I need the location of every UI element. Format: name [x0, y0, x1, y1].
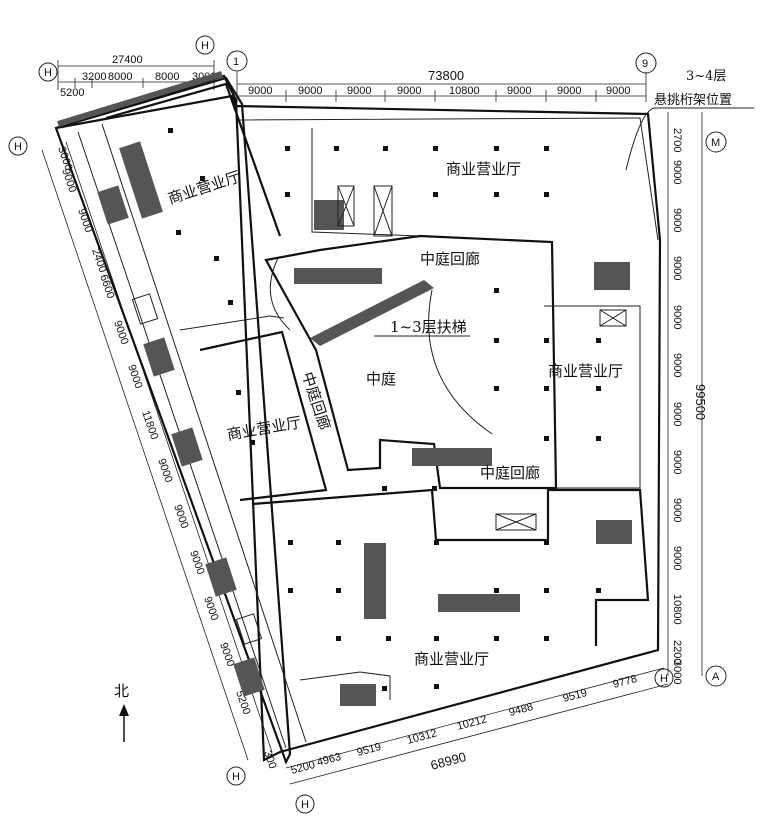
svg-text:9000: 9000	[671, 402, 683, 426]
hall-label-northwest: 商业营业厅	[166, 168, 243, 208]
svg-text:H: H	[14, 141, 22, 153]
top-left-seg-4: 8000	[155, 71, 179, 83]
svg-text:9000: 9000	[557, 85, 581, 97]
svg-text:9000: 9000	[671, 305, 683, 329]
grid-bubble-9: 9	[635, 52, 657, 74]
grid-bubble-m: M	[705, 131, 727, 153]
svg-text:9519: 9519	[356, 741, 383, 759]
svg-text:H: H	[44, 67, 52, 79]
grid-bubble-h-bottom-right: H	[654, 668, 674, 688]
svg-text:9778: 9778	[612, 673, 639, 691]
svg-text:10800: 10800	[671, 594, 683, 625]
grid-bubble-a: A	[705, 665, 727, 687]
svg-text:A: A	[712, 671, 720, 683]
grid-bubble-1: 1	[226, 50, 248, 72]
svg-text:3000: 3000	[671, 660, 683, 684]
svg-text:9000: 9000	[397, 85, 421, 97]
bottom-total: 68990	[429, 749, 468, 773]
svg-text:2200: 2200	[671, 640, 683, 664]
svg-text:9000: 9000	[671, 208, 683, 232]
hall-label-south: 商业营业厅	[414, 650, 489, 668]
svg-text:9000: 9000	[671, 160, 683, 184]
svg-text:9000: 9000	[671, 256, 683, 280]
svg-text:9488: 9488	[508, 701, 535, 719]
svg-text:10312: 10312	[406, 727, 439, 747]
svg-text:9000: 9000	[187, 549, 206, 576]
svg-text:9000: 9000	[671, 450, 683, 474]
svg-text:9000: 9000	[507, 85, 531, 97]
truss-position-label: 悬挑桁架位置	[654, 93, 732, 108]
right-dimension: 2700 9000 9000 9000 9000 9000 9000 9000 …	[667, 112, 708, 684]
atrium-curve	[428, 289, 493, 435]
svg-text:4963: 4963	[316, 751, 343, 769]
north-label: 北	[114, 682, 129, 700]
corridor-label-south: 中庭回廊	[480, 464, 540, 482]
top-left-seg-3: 8000	[108, 71, 132, 83]
svg-text:2700: 2700	[671, 128, 683, 152]
top-total: 73800	[428, 68, 464, 83]
svg-text:9000: 9000	[201, 595, 220, 622]
escalator-label: 1~3层扶梯	[390, 318, 467, 336]
grid-bubble-h-top-left-2: H	[195, 35, 215, 55]
svg-text:9000: 9000	[347, 85, 371, 97]
escalators	[97, 141, 632, 706]
svg-text:2400: 2400	[89, 247, 108, 274]
svg-text:9000: 9000	[671, 546, 683, 570]
svg-text:H: H	[201, 40, 209, 52]
hall-label-west: 商业营业厅	[226, 413, 303, 444]
svg-text:10800: 10800	[449, 85, 480, 97]
grid-bubble-h-top-left-1: H	[38, 62, 58, 82]
top-left-dimension: 27400 5200 3200 8000 8000 3000	[57, 54, 216, 99]
svg-text:9000: 9000	[606, 85, 630, 97]
right-total: 99500	[693, 384, 708, 420]
svg-text:H: H	[232, 771, 240, 783]
truss-note: 3~4层 悬挑桁架位置	[625, 69, 754, 171]
svg-text:9519: 9519	[562, 687, 589, 705]
top-dimension: 73800 9000 9000 9000 9000 10800 9000 900…	[236, 68, 647, 102]
top-left-total: 27400	[112, 54, 143, 66]
hall-label-northeast: 商业营业厅	[446, 160, 521, 178]
svg-text:M: M	[711, 137, 720, 149]
svg-text:9000: 9000	[75, 207, 94, 234]
svg-text:H: H	[301, 799, 309, 811]
atrium-label: 中庭	[366, 370, 396, 388]
truss-floor-label: 3~4层	[686, 69, 726, 84]
svg-text:9000: 9000	[671, 353, 683, 377]
svg-text:9000: 9000	[217, 641, 236, 668]
top-left-seg-2: 3200	[82, 71, 106, 83]
svg-text:H: H	[660, 673, 668, 685]
top-left-seg-1: 5200	[60, 87, 84, 99]
corridor-label-north: 中庭回廊	[420, 250, 480, 268]
svg-text:9: 9	[642, 58, 648, 70]
svg-text:1: 1	[233, 56, 239, 68]
svg-text:5200: 5200	[290, 759, 317, 777]
svg-text:9000: 9000	[171, 503, 190, 530]
svg-text:9000: 9000	[671, 498, 683, 522]
svg-text:9000: 9000	[248, 85, 272, 97]
hall-label-east: 商业营业厅	[548, 362, 623, 380]
svg-text:11800: 11800	[139, 409, 160, 441]
grid-bubble-h-bottom-left: H	[226, 766, 246, 786]
north-arrow: 北	[114, 682, 129, 742]
grid-bubble-h-left: H	[8, 136, 28, 156]
columns	[168, 128, 601, 691]
svg-text:9000: 9000	[155, 457, 174, 484]
svg-text:10212: 10212	[456, 713, 489, 733]
elevators	[131, 185, 627, 645]
grid-bubble-h-bottom: H	[295, 794, 315, 814]
svg-text:9000: 9000	[298, 85, 322, 97]
